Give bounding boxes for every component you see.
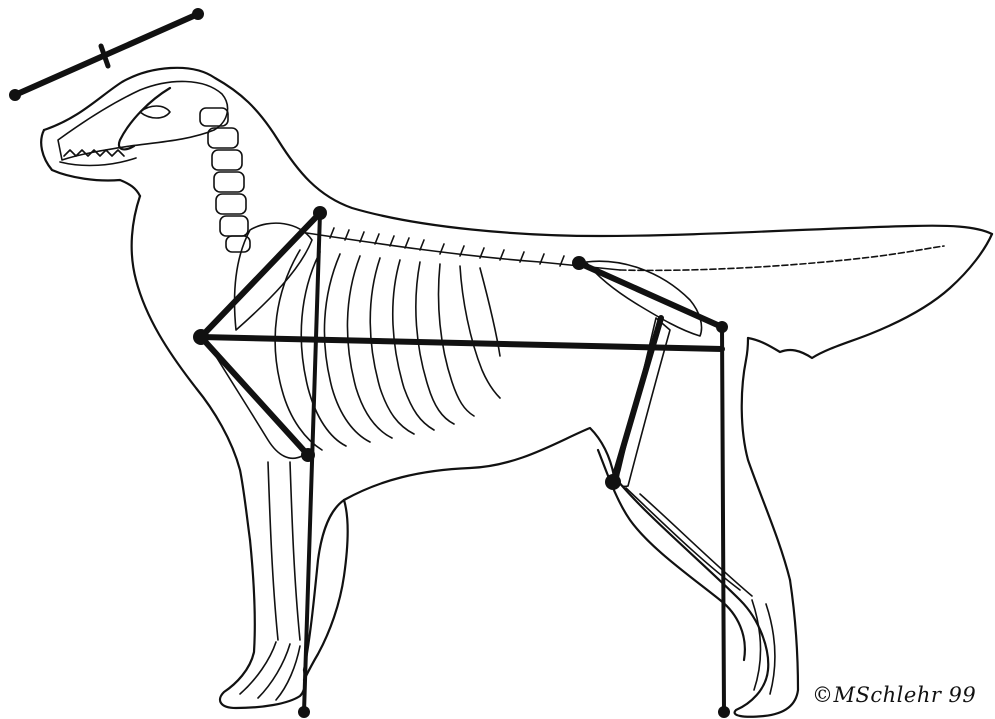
artist-signature: ©MSchlehr 99	[812, 683, 976, 707]
scapula	[235, 223, 312, 330]
teeth	[64, 150, 124, 156]
femur-line	[613, 318, 661, 482]
withers-dot	[313, 206, 327, 220]
shoulder-point-dot	[193, 329, 209, 345]
muzzle-outline	[41, 130, 140, 196]
rump-plumb-line	[722, 327, 724, 712]
body-outline-top	[44, 68, 992, 236]
belly-outline	[344, 428, 614, 500]
body-length-line	[201, 337, 722, 349]
spine	[300, 232, 620, 270]
tail-feather-outline	[748, 234, 992, 358]
hindfoot-dot	[718, 706, 730, 718]
hip-dot	[572, 256, 586, 270]
tail-vertebrae	[620, 246, 944, 270]
radius-ulna	[268, 462, 300, 640]
skull-outline	[58, 81, 228, 160]
buttock-dot	[716, 321, 728, 333]
hind-paw-bones	[752, 600, 775, 694]
upper-arm-line	[201, 337, 308, 455]
forefoot-dot	[298, 706, 310, 718]
head-length-tick	[101, 46, 108, 66]
ribcage	[275, 250, 500, 450]
elbow-dot	[301, 448, 315, 462]
thigh-outline	[742, 338, 790, 580]
stifle-dot	[605, 474, 621, 490]
hindleg-outline	[614, 476, 798, 717]
foreleg-front-outline	[220, 540, 305, 708]
tibia	[626, 488, 752, 596]
cervical-vertebrae	[200, 108, 250, 252]
lower-jaw	[60, 158, 136, 165]
head-line-end-dot	[192, 8, 204, 20]
front-paw-bones	[240, 642, 300, 700]
head-line-start-dot	[9, 89, 21, 101]
femur	[618, 318, 670, 486]
